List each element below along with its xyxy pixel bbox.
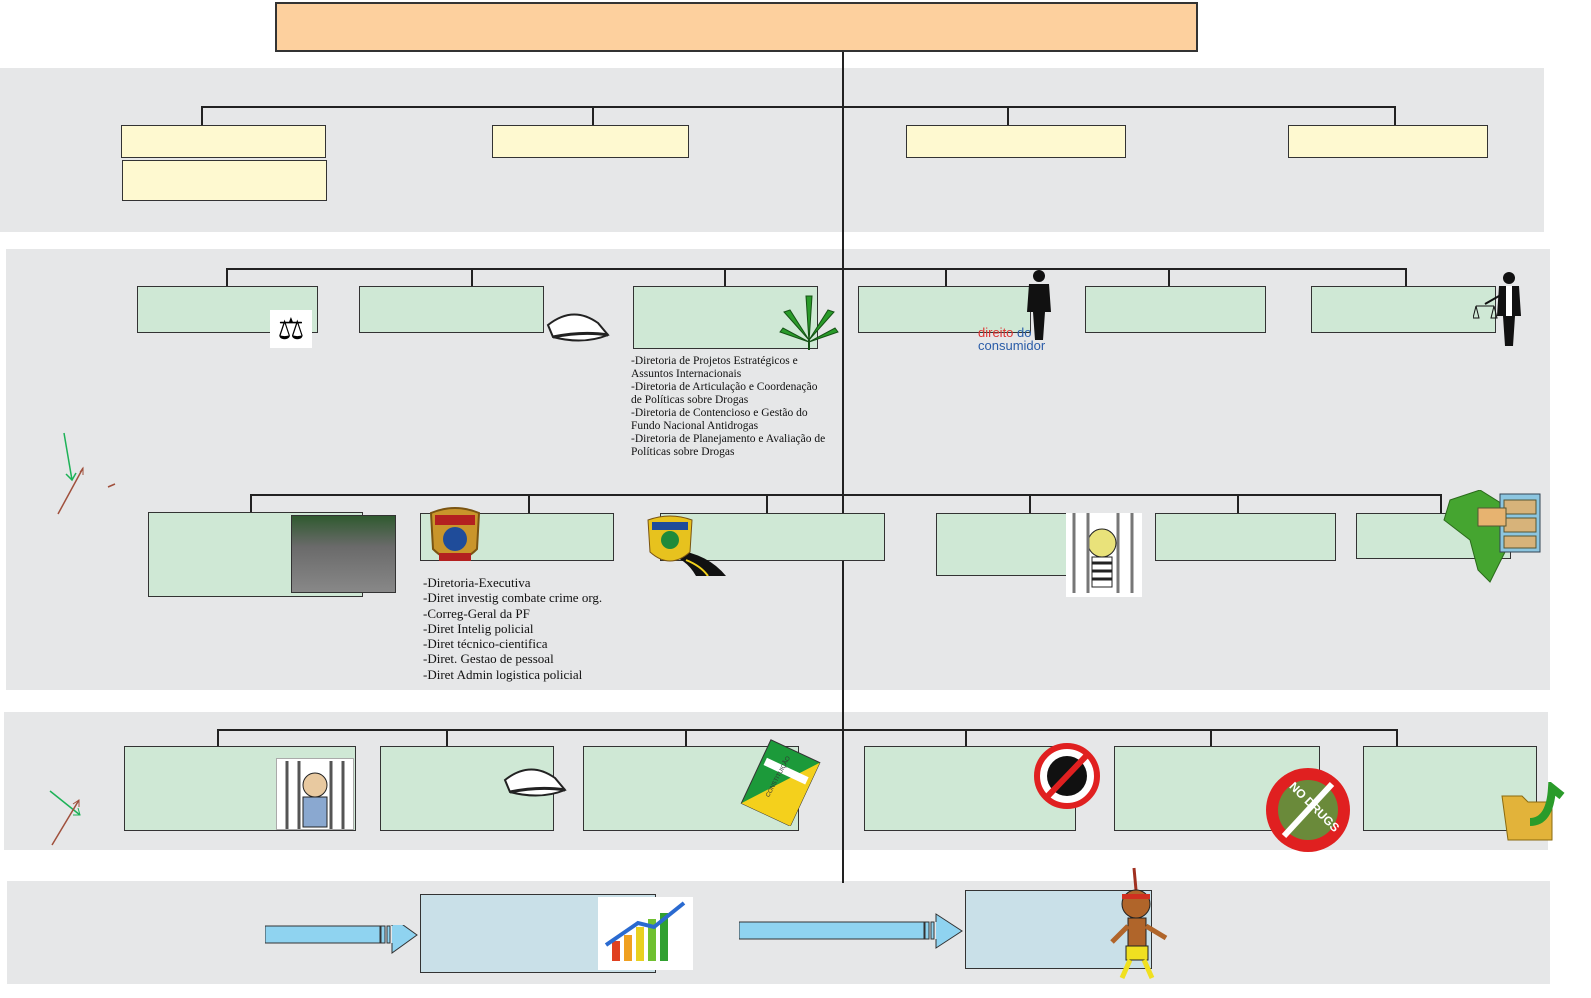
list-item: -Diret Intelig policial — [423, 620, 534, 636]
businessman-silhouette-icon — [1025, 268, 1053, 340]
connector — [1394, 106, 1396, 125]
list-item: -Diretoria de Projetos Estratégicos e — [631, 355, 798, 367]
connector — [226, 268, 228, 286]
list-item: -Diretoria de Articulação e Coordenação — [631, 381, 818, 393]
senad-directorates-list: -Diretoria de Projetos Estratégicos e As… — [631, 355, 846, 459]
list-item: -Diret investig combate crime org. — [423, 590, 603, 606]
prisoner-behind-bars-icon — [1066, 513, 1142, 597]
connector — [217, 729, 1398, 731]
org-box-senad[interactable] — [633, 286, 818, 349]
list-item: de Políticas sobre Drogas — [631, 394, 749, 406]
no-drugs-sign-icon: NO DRUGS — [1262, 762, 1354, 856]
connector — [724, 268, 726, 286]
connector — [1405, 268, 1407, 286]
connector — [1440, 494, 1442, 513]
org-box[interactable] — [1085, 286, 1266, 333]
list-item: -Diret técnico-cientifica — [423, 636, 548, 652]
list-item: -Diret. Gestao de pessoal — [423, 651, 554, 667]
connector — [217, 729, 219, 746]
police-cap-icon — [543, 305, 613, 347]
org-box[interactable] — [121, 125, 326, 158]
connector — [766, 494, 768, 513]
pf-directorates-list: -Diretoria-Executiva -Diret investig com… — [423, 575, 633, 682]
org-box[interactable] — [1155, 513, 1336, 561]
cannabis-leaf-icon — [778, 292, 840, 350]
org-box[interactable] — [122, 160, 327, 201]
connector — [201, 106, 1396, 108]
connector — [1396, 729, 1398, 746]
connector — [250, 494, 252, 512]
list-item: Assuntos Internacionais — [631, 368, 742, 380]
connector — [1237, 494, 1239, 513]
org-box-prf[interactable] — [660, 513, 885, 561]
brazil-map-file-cabinet-icon — [1440, 489, 1544, 584]
constitution-book-icon: CONSTITUIÇÃO — [736, 738, 826, 827]
list-item: Fundo Nacional Antidrogas — [631, 420, 759, 432]
connector — [1168, 268, 1170, 286]
police-cap-icon — [500, 760, 570, 802]
list-item: -Correg-Geral da PF — [423, 605, 530, 621]
connector — [1210, 729, 1212, 746]
logo-text: do — [1017, 325, 1032, 340]
org-box[interactable] — [1311, 286, 1496, 333]
growth-chart-icon — [598, 897, 693, 970]
connector — [1007, 106, 1009, 125]
motorcade-photo — [291, 515, 396, 593]
arrows-icon — [45, 785, 90, 850]
connector — [592, 106, 594, 125]
connector — [685, 729, 687, 746]
list-item: -Diretoria-Executiva — [423, 575, 531, 590]
org-box[interactable] — [1363, 746, 1537, 831]
connector — [201, 106, 203, 125]
indigenous-cartoon-icon — [1108, 866, 1174, 982]
folder-arrow-icon — [1500, 780, 1566, 844]
connector — [965, 729, 967, 746]
org-box[interactable] — [492, 125, 689, 158]
logo-text: consumidor — [978, 338, 1046, 353]
connector — [945, 268, 947, 286]
list-item: -Diret Admin logistica policial — [423, 666, 583, 682]
connector — [250, 494, 1442, 496]
central-connector — [842, 51, 844, 883]
list-item: Políticas sobre Drogas — [631, 446, 735, 458]
arrows-icon — [50, 430, 130, 520]
connector — [226, 268, 1407, 270]
prohibited-sign-icon — [1032, 742, 1102, 810]
federal-police-badge-icon — [427, 505, 483, 571]
lawyer-with-scales-icon — [1472, 270, 1527, 346]
org-box[interactable] — [1288, 125, 1488, 158]
list-item: -Diretoria de Planejamento e Avaliação d… — [631, 433, 826, 445]
connector — [528, 494, 530, 513]
root-box[interactable] — [275, 2, 1198, 52]
org-box[interactable] — [359, 286, 544, 333]
connector — [446, 729, 448, 746]
highway-police-badge-icon — [646, 514, 726, 576]
list-item: -Diretoria de Contencioso e Gestão do — [631, 407, 808, 419]
connector — [471, 268, 473, 286]
logo-text: direito — [978, 325, 1014, 340]
scales-of-justice-icon: ⚖ — [270, 310, 312, 348]
connector — [1029, 494, 1031, 513]
right-arrow-icon — [264, 916, 419, 957]
org-box[interactable] — [965, 890, 1152, 969]
right-arrow-icon — [738, 912, 965, 952]
prisoner-cell-icon — [276, 758, 354, 830]
org-box[interactable] — [906, 125, 1126, 158]
